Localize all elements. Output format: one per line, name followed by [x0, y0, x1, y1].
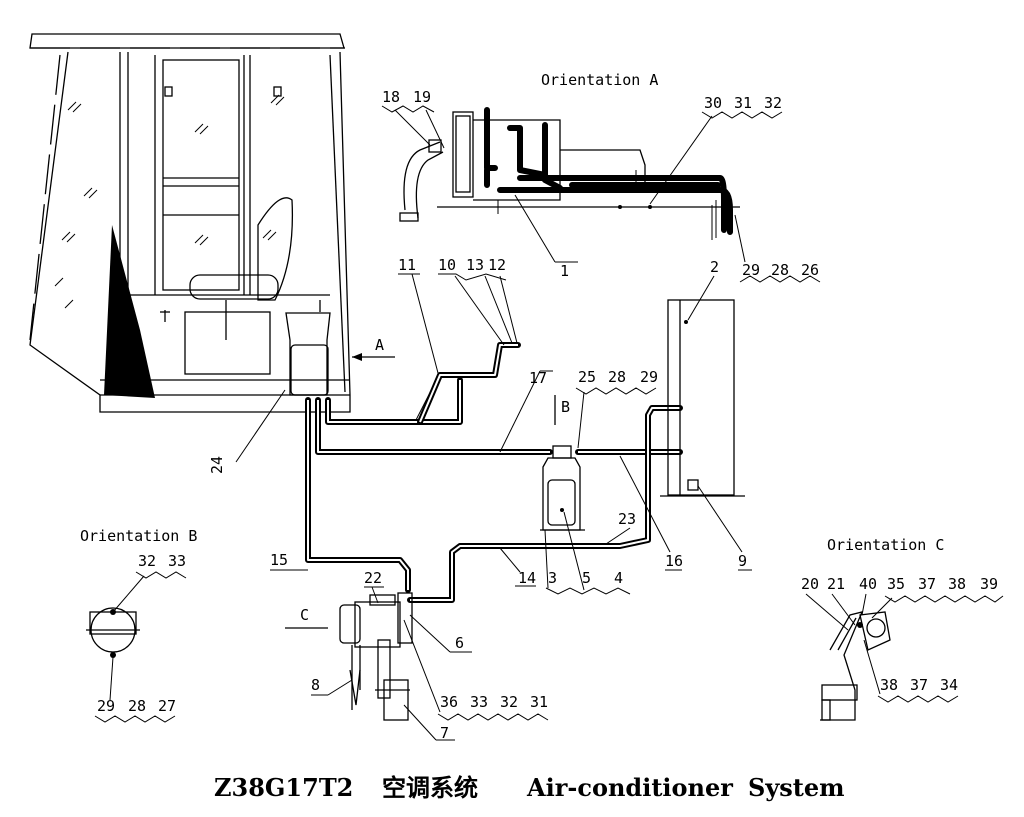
orientation-c-view: Orientation C 20 21 40 35 37 38 39 38 37…	[801, 536, 1004, 721]
callout-3: 3	[548, 569, 557, 587]
title-english-1: Air-conditioner	[526, 773, 733, 802]
callout-9: 9	[738, 552, 747, 570]
section-a-label: A	[375, 336, 384, 354]
section-b-label: B	[561, 398, 570, 416]
callout-39: 39	[980, 575, 998, 593]
drawing-title: Z38G17T2 空调系统 Air-conditioner System	[214, 773, 845, 802]
callout-13: 13	[466, 256, 484, 274]
callout-40: 40	[859, 575, 877, 593]
callout-33: 33	[168, 552, 186, 570]
orientation-c-label: Orientation C	[827, 536, 944, 554]
callout-33-b: 33	[470, 693, 488, 711]
callout-11: 11	[398, 256, 416, 274]
callout-32-b: 32	[138, 552, 156, 570]
callout-37-a: 37	[918, 575, 936, 593]
callout-29-c: 29	[97, 697, 115, 715]
callout-19: 19	[413, 88, 431, 106]
callout-1: 1	[560, 262, 569, 280]
callout-29-b: 29	[640, 368, 658, 386]
callout-6: 6	[455, 634, 464, 652]
section-a-marker: A	[352, 336, 395, 361]
title-model: Z38G17T2	[214, 773, 353, 802]
callout-26: 26	[801, 261, 819, 279]
cab-drawing	[29, 33, 351, 413]
callout-30: 30	[704, 94, 722, 112]
title-english-2: System	[748, 773, 845, 802]
callout-4: 4	[614, 569, 623, 587]
callouts-central: 2 11 10 13 12 17 25 28 29 24 23 9 16 3 5…	[208, 256, 752, 742]
callout-5: 5	[582, 569, 591, 587]
callout-8: 8	[311, 676, 320, 694]
callout-20: 20	[801, 575, 819, 593]
callout-17: 17	[529, 369, 547, 387]
title-chinese: 空调系统	[382, 773, 478, 802]
callout-16: 16	[665, 552, 683, 570]
condenser	[660, 299, 745, 497]
callout-28-b: 28	[608, 368, 626, 386]
callout-32-c: 32	[500, 693, 518, 711]
callout-12: 12	[488, 256, 506, 274]
callout-15: 15	[270, 551, 288, 569]
callout-31-b: 31	[530, 693, 548, 711]
orientation-b-view: Orientation B 32 33 29 28 27	[80, 527, 197, 723]
callout-29-a: 29	[742, 261, 760, 279]
callout-28-c: 28	[128, 697, 146, 715]
callout-34: 34	[940, 676, 958, 694]
callouts-orientation-a: 18 19 30 31 32 1 29 28 26	[381, 88, 821, 283]
callout-35: 35	[887, 575, 905, 593]
callout-10: 10	[438, 256, 456, 274]
callout-27: 27	[158, 697, 176, 715]
refrigerant-lines	[305, 342, 683, 603]
callout-21: 21	[827, 575, 845, 593]
orientation-b-label: Orientation B	[80, 527, 197, 545]
callout-31: 31	[734, 94, 752, 112]
callout-38-b: 38	[880, 676, 898, 694]
callout-22: 22	[364, 569, 382, 587]
section-c-label: C	[300, 606, 309, 624]
callout-37-b: 37	[910, 676, 928, 694]
callout-28-a: 28	[771, 261, 789, 279]
callout-2: 2	[710, 258, 719, 276]
section-c-marker: C	[285, 606, 328, 629]
section-b-marker: B	[554, 395, 570, 425]
orientation-a-view: Orientation A	[399, 71, 740, 240]
callout-14: 14	[518, 569, 536, 587]
callout-23: 23	[618, 510, 636, 528]
callout-38-a: 38	[948, 575, 966, 593]
receiver-drier	[540, 445, 585, 531]
callout-36: 36	[440, 693, 458, 711]
callout-24: 24	[208, 456, 226, 474]
callout-25: 25	[578, 368, 596, 386]
callout-32: 32	[764, 94, 782, 112]
compressor	[339, 592, 413, 721]
callout-18: 18	[382, 88, 400, 106]
orientation-a-label: Orientation A	[541, 71, 658, 89]
callout-7: 7	[440, 724, 449, 742]
